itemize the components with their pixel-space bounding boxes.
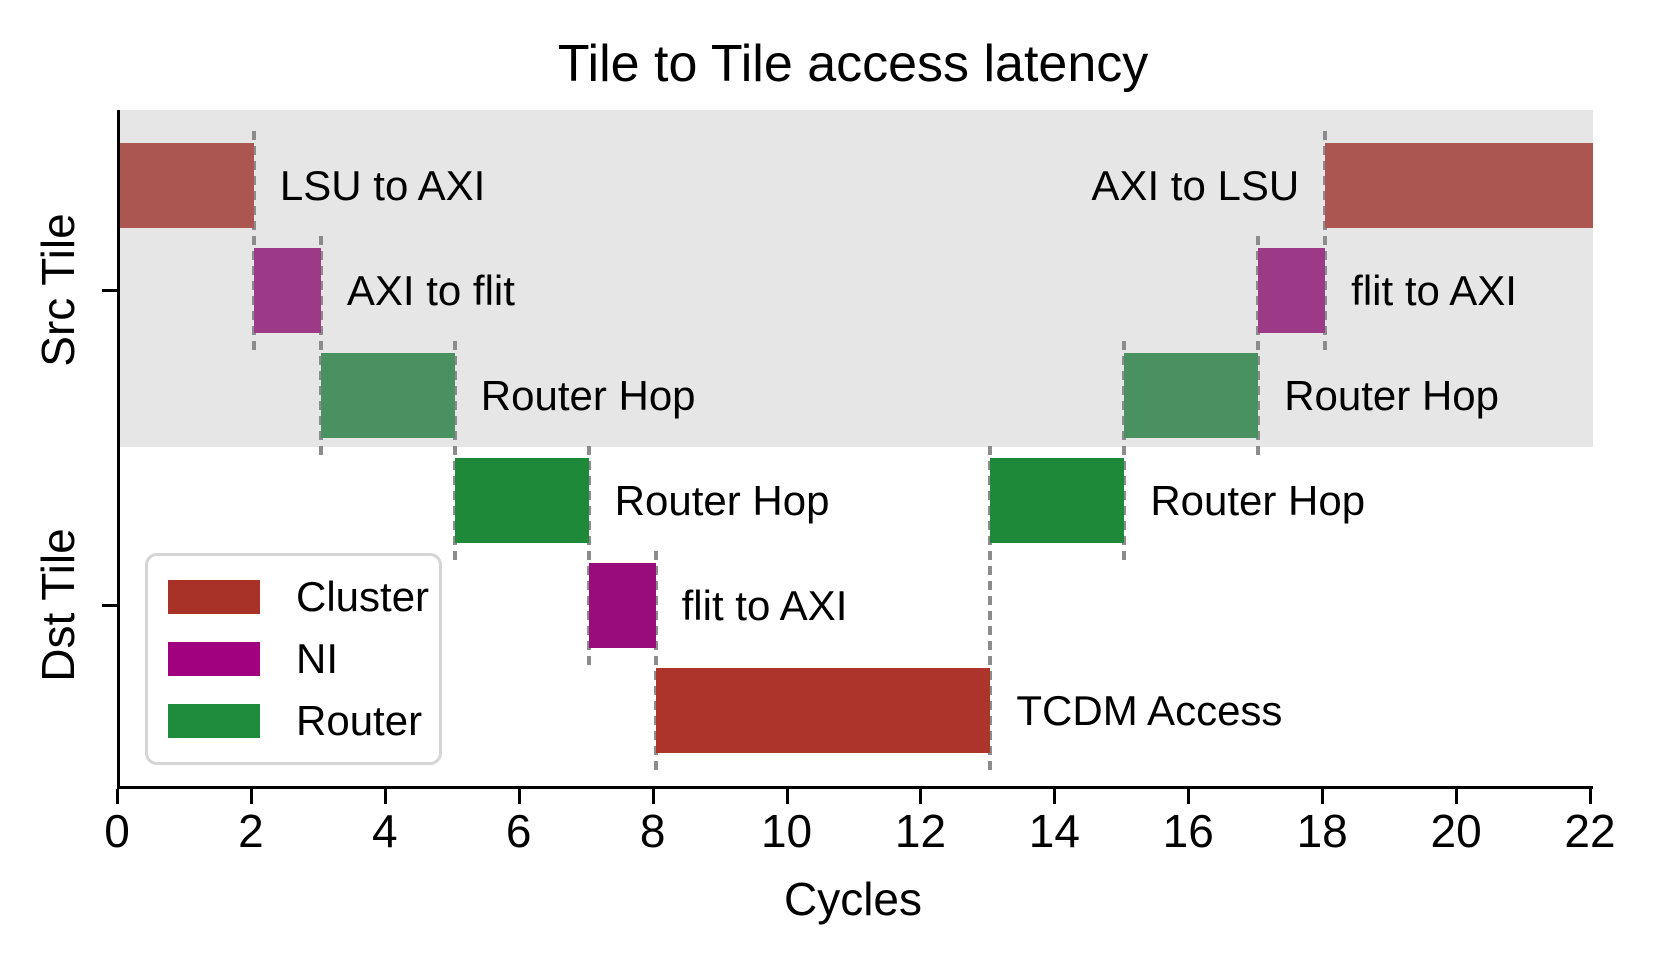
x-tick-12 — [919, 789, 923, 804]
x-tick-8 — [651, 789, 655, 804]
bar-router-hop-13 — [990, 458, 1125, 543]
bar-flit-to-axi-17 — [1258, 248, 1326, 333]
bar-tcdm-access-8 — [655, 668, 991, 753]
y-axis-label-dst-tile: Dst Tile — [32, 528, 84, 682]
connector-line-cycle-8 — [653, 551, 658, 771]
x-tick-label-20: 20 — [1430, 805, 1482, 857]
connector-line-cycle-3 — [318, 236, 323, 456]
legend-swatch-router — [168, 704, 260, 738]
bar-label-router-hop-5: Router Hop — [614, 477, 830, 524]
x-tick-label-12: 12 — [894, 805, 947, 857]
bar-axi-to-lsu-18 — [1325, 143, 1593, 228]
bar-label-axi-to-flit-2: AXI to flit — [346, 267, 515, 314]
connector-line-cycle-7 — [586, 446, 591, 666]
x-tick-18 — [1321, 789, 1325, 804]
bar-label-tcdm-access-8: TCDM Access — [1016, 687, 1283, 734]
x-tick-label-14: 14 — [1028, 805, 1080, 857]
bar-label-axi-to-lsu-18: AXI to LSU — [1091, 162, 1300, 209]
y-tick-dst-tile — [102, 604, 117, 607]
x-tick-label-22: 22 — [1564, 805, 1616, 857]
bar-axi-to-flit-2 — [253, 248, 321, 333]
legend-swatch-cluster — [168, 580, 260, 614]
x-tick-label-0: 0 — [104, 805, 130, 857]
x-tick-label-18: 18 — [1296, 805, 1348, 857]
bar-label-lsu-to-axi-0: LSU to AXI — [279, 162, 486, 209]
connector-line-cycle-17 — [1256, 236, 1261, 456]
legend-label-cluster: Cluster — [296, 573, 430, 620]
x-tick-label-10: 10 — [760, 805, 813, 857]
x-tick-0 — [116, 789, 119, 804]
x-tick-6 — [517, 789, 521, 804]
bar-label-flit-to-axi-7: flit to AXI — [681, 582, 848, 629]
y-tick-src-tile — [102, 289, 117, 292]
bar-router-hop-3 — [320, 353, 455, 438]
bar-flit-to-axi-7 — [588, 563, 656, 648]
chart-title: Tile to Tile access latency — [557, 35, 1149, 93]
x-tick-label-2: 2 — [238, 805, 264, 857]
x-tick-22 — [1589, 789, 1592, 804]
legend-item-ni: NI — [168, 635, 439, 683]
bar-label-router-hop-15: Router Hop — [1284, 372, 1499, 419]
x-tick-20 — [1455, 789, 1459, 804]
legend-label-ni: NI — [296, 635, 338, 682]
connector-line-cycle-2 — [251, 131, 256, 351]
x-tick-2 — [249, 789, 253, 804]
x-tick-4 — [383, 789, 387, 804]
x-tick-10 — [785, 789, 789, 804]
legend-item-router: Router — [168, 697, 439, 745]
bar-lsu-to-axi-0 — [120, 143, 254, 228]
x-tick-label-4: 4 — [372, 805, 398, 857]
x-tick-16 — [1187, 789, 1191, 804]
x-tick-label-6: 6 — [505, 805, 532, 857]
x-tick-label-8: 8 — [639, 805, 666, 857]
bar-label-flit-to-axi-17: flit to AXI — [1351, 267, 1517, 314]
legend: Cluster NI Router — [145, 553, 442, 765]
bar-label-router-hop-13: Router Hop — [1150, 477, 1366, 524]
x-tick-14 — [1053, 789, 1057, 804]
bar-label-router-hop-3: Router Hop — [480, 372, 696, 419]
y-axis-label-src-tile: Src Tile — [32, 213, 84, 367]
x-tick-label-16: 16 — [1162, 805, 1214, 857]
connector-line-cycle-15 — [1122, 341, 1127, 561]
connector-line-cycle-18 — [1323, 131, 1328, 351]
legend-label-router: Router — [296, 697, 423, 744]
bar-router-hop-15 — [1124, 353, 1259, 438]
x-axis-title: Cycles — [783, 873, 923, 925]
connector-line-cycle-5 — [452, 341, 457, 561]
connector-line-cycle-13 — [988, 446, 993, 771]
legend-item-cluster: Cluster — [168, 573, 439, 621]
legend-swatch-ni — [168, 642, 260, 676]
bar-router-hop-5 — [454, 458, 589, 543]
